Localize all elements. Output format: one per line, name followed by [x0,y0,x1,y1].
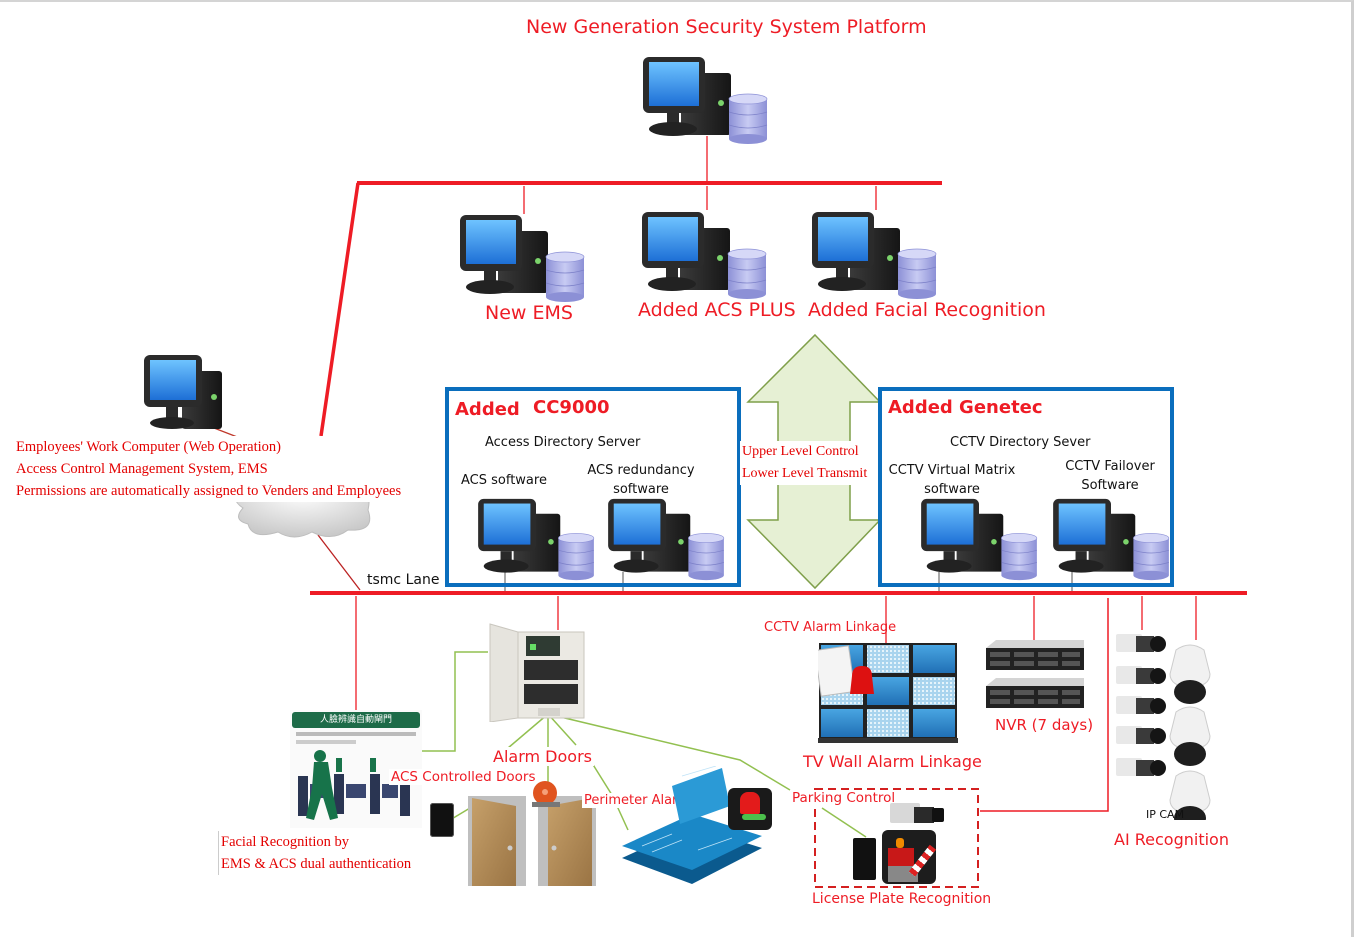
alarm-doors-label: Alarm Doors [491,747,594,766]
cctv-matrix-server-icon [920,498,1038,581]
nvr-label: NVR (7 days) [995,716,1094,734]
alarm-bell-icon [532,781,560,807]
parking-camera-icon [890,803,944,823]
nvr-icon [986,640,1084,708]
employee-caption-line: Employees' Work Computer (Web Operation) [16,439,281,455]
acs-redundancy-label: ACS redundancy software [587,463,695,497]
acs-doors-label: ACS Controlled Doors [389,769,538,785]
cctv-virtual-matrix-label: CCTV Virtual Matrix software [888,463,1016,497]
cc9000-group: Added CC9000 Access Directory Server ACS… [445,387,741,587]
ai-recognition-label: AI Recognition [1114,830,1229,849]
arrow-caption-line: Upper Level Control [742,444,859,459]
cctv-failover-server-icon [1052,498,1170,581]
platform-server-icon [642,56,768,145]
ems-server-icon [459,214,585,303]
cctv-alarm-linkage-label: CCTV Alarm Linkage [764,620,897,635]
doors-icon [468,796,596,886]
facial-gate-sign: 人臉辨識自動閘門 [292,712,420,728]
cc9000-title-prefix: Added [455,399,520,420]
arrow-caption: Upper Level Control Lower Level Transmit [740,441,870,485]
employee-uplink [319,182,360,437]
cctv-directory-server-label: CCTV Directory Sever [950,435,1091,450]
ip-cameras-icon [1116,634,1211,820]
alarm-siren-icon [728,788,772,830]
tv-wall-label: TV Wall Alarm Linkage [803,752,982,771]
employee-pc-caption: Employees' Work Computer (Web Operation)… [12,436,406,502]
parking-cam-link [980,598,1109,812]
card-reader-icon [430,803,454,837]
gate-panel-link [422,651,488,752]
employee-caption-line: Permissions are automatically assigned t… [16,483,402,499]
facial-gate-caption: Facial Recognition by EMS & ACS dual aut… [218,831,412,875]
perimeter-building-icon [622,766,762,884]
ip-cam-label: IP CAM [1146,808,1185,821]
genetec-title: Added Genetec [888,397,1043,418]
turnstile-person-icon [298,750,410,820]
network-label: tsmc Lane [367,572,440,588]
server-label-facial: Added Facial Recognition [808,299,1046,321]
barrier-gate-icon [882,830,936,884]
server-label-ems: New EMS [485,302,573,324]
perimeter-alarm-label: Perimeter Alarm [582,793,692,808]
access-controller-panel-icon [489,623,585,722]
cloud-bus-link [317,534,361,591]
parking-card-reader-icon [853,838,876,880]
facial-caption-line: Facial Recognition by [221,834,350,850]
acs-redundancy-server-icon [607,498,725,581]
parking-control-label: Parking Control [790,790,898,806]
employee-pc-icon [144,355,222,429]
employee-caption-line: Access Control Management System, EMS [16,461,268,477]
lpr-dashed-box [814,788,979,888]
cctv-failover-label: CCTV Failover Software [1065,459,1155,493]
acs-software-label: ACS software [461,473,547,488]
facial-server-icon [811,211,937,300]
facial-caption-line: EMS & ACS dual authentication [221,856,412,872]
acs-plus-server-icon [641,211,767,300]
access-directory-server-label: Access Directory Server [485,435,641,450]
license-plate-label: License Plate Recognition [812,891,992,907]
arrow-caption-line: Lower Level Transmit [742,466,868,481]
diagram-title: New Generation Security System Platform [526,16,927,38]
tv-wall-icon [818,643,958,743]
genetec-group: Added Genetec CCTV Directory Sever CCTV … [878,387,1174,587]
cc9000-title-name: CC9000 [533,397,610,418]
server-label-acs-plus: Added ACS PLUS [638,299,796,321]
acs-software-server-icon [477,498,595,581]
